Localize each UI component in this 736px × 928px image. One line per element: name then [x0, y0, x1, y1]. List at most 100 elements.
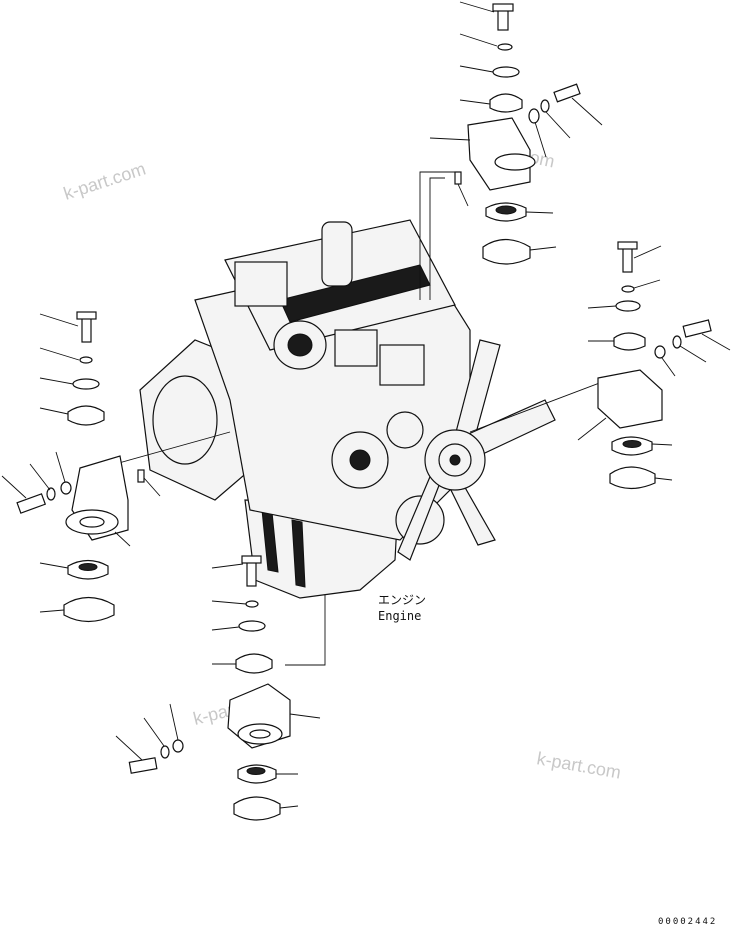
bolt-icon [246, 559, 257, 587]
leader-line [525, 211, 554, 214]
leader-line [143, 477, 161, 497]
cooling-fan [397, 339, 556, 561]
leader-line [529, 246, 557, 251]
leader-line [633, 245, 662, 259]
leader-line [459, 65, 494, 73]
engine-label-japanese: エンジン [378, 593, 426, 607]
bracket-hole [249, 729, 271, 739]
mount-assembly-left [1, 311, 161, 623]
stopper-cup-icon [233, 796, 281, 821]
leader-line [679, 345, 707, 363]
leader-line [39, 347, 80, 361]
pin-icon [454, 171, 462, 185]
leader-line [654, 477, 673, 481]
leader-line [459, 99, 491, 105]
leader-line [289, 713, 321, 719]
leader-line [701, 333, 731, 351]
mount-connection-line-bottom [285, 595, 326, 666]
nut-icon [654, 345, 666, 359]
washer-icon [160, 745, 170, 759]
plate-washer-icon [615, 300, 641, 312]
leader-line [459, 33, 498, 47]
cover-box [334, 329, 378, 367]
engine-bracket-icon [597, 369, 663, 429]
leader-line [633, 279, 661, 289]
bracket-boss [494, 153, 536, 171]
leader-line [39, 609, 65, 613]
cushion-center [246, 767, 266, 775]
cushion-center [495, 205, 517, 215]
plate-washer-icon [72, 378, 100, 390]
washer-icon [672, 335, 682, 349]
plate-washer-icon [492, 66, 520, 78]
plate-washer-icon [238, 620, 266, 632]
leader-line [587, 305, 617, 309]
nut-icon [172, 739, 184, 753]
cushion-center [78, 563, 98, 571]
stopper-cup-icon [609, 466, 656, 490]
mount-assembly-right [577, 241, 731, 490]
mount-connection-line-right [469, 375, 619, 433]
watermark-top-left: k-part.com [61, 159, 148, 204]
washer-icon [621, 285, 635, 293]
watermark-bottom-right: k-part.com [535, 748, 622, 782]
bolt-head [492, 3, 514, 12]
leader-line [279, 805, 299, 809]
fan-center [449, 454, 461, 466]
leader-line [534, 121, 547, 158]
cover-box [379, 344, 425, 386]
leader-line [651, 443, 673, 446]
leader-line [114, 531, 131, 547]
intake-box [234, 261, 288, 307]
bolt-head [241, 555, 262, 564]
leader-line [39, 562, 69, 569]
leader-line [211, 600, 247, 605]
leader-line [545, 111, 571, 139]
nut-icon [528, 108, 540, 124]
leader-line [211, 563, 244, 569]
leader-line [29, 463, 51, 491]
bolt-head [76, 311, 97, 320]
document-number: 00002442 [658, 917, 717, 927]
leader-line [55, 451, 66, 483]
leader-line [661, 357, 676, 377]
rubber-cushion-icon [235, 653, 273, 674]
engine-illustration [139, 219, 556, 599]
bolt-icon [16, 493, 47, 514]
engine-bracket-icon [467, 117, 531, 191]
rubber-cushion-icon [67, 405, 105, 426]
mount-connection-line-top [419, 171, 455, 300]
mount-connection-line-left [107, 431, 231, 467]
washer-icon [79, 356, 93, 364]
bolt-icon [81, 315, 92, 343]
nut-icon [60, 481, 72, 495]
engine-label-english: Engine [378, 609, 421, 623]
leader-line [39, 407, 69, 415]
pin-icon [137, 469, 145, 483]
leader-line [457, 183, 469, 207]
stopper-cup-icon [482, 238, 531, 265]
leader-line [459, 1, 495, 13]
idler-pulley [386, 411, 424, 449]
bolt-icon [128, 757, 158, 774]
bolt-icon [682, 319, 712, 338]
oil-pan-rib [291, 519, 306, 588]
washer-icon [497, 43, 513, 51]
leader-line [429, 137, 471, 141]
intake-pipe [321, 221, 353, 287]
washer-icon [540, 99, 550, 113]
washer-icon [245, 600, 259, 608]
leader-line [39, 313, 79, 327]
bolt-icon [622, 245, 633, 273]
washer-icon [46, 487, 56, 501]
mount-assembly-top [429, 1, 603, 265]
turbo-inlet [287, 333, 313, 357]
mount-assembly-bottom [115, 555, 321, 821]
rubber-cushion-icon [613, 332, 646, 351]
leader-line [577, 417, 607, 441]
cushion-center [622, 440, 642, 448]
alternator-pulley [349, 449, 371, 471]
leader-line [571, 97, 603, 126]
mount-connection-line-top [429, 177, 445, 300]
